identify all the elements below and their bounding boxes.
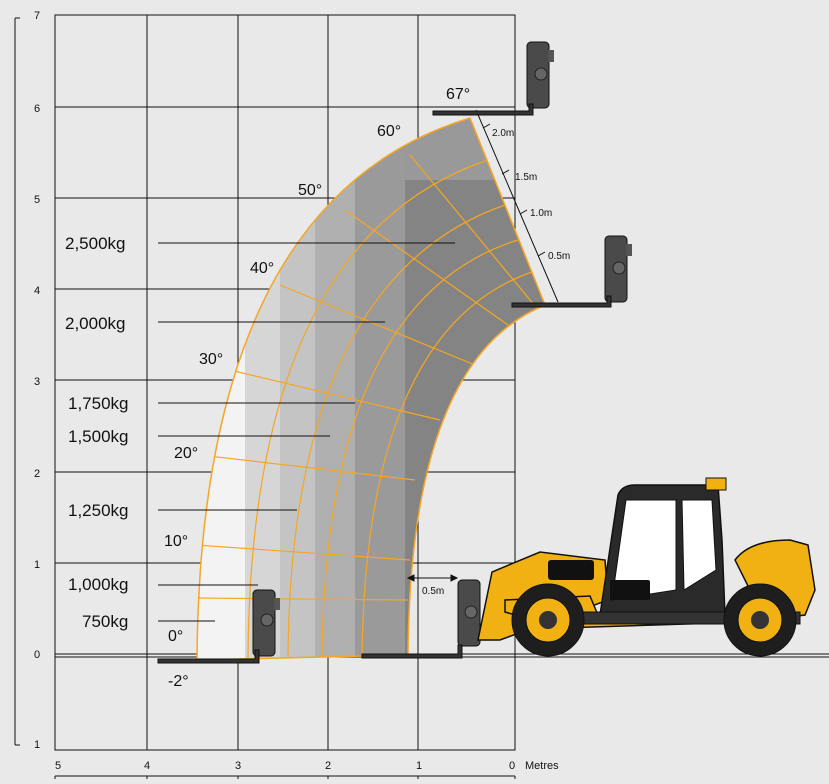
y-axis-labels: 7 6 5 4 3 2 1 0 1 — [34, 10, 40, 751]
angle-label-30: 30° — [199, 351, 223, 368]
angle-label-10: 10° — [164, 533, 188, 550]
front-wheel — [511, 583, 585, 657]
x-tick: 0 — [509, 760, 515, 772]
y-tick: 0 — [34, 649, 40, 661]
y-tick: 6 — [34, 103, 40, 115]
load-label-1250: 1,250kg — [68, 501, 129, 520]
load-leaders — [158, 242, 455, 622]
fork-ground — [361, 579, 481, 659]
x-tick: 1 — [416, 760, 422, 772]
y-tick: 3 — [34, 376, 40, 388]
y-tick: 1 — [34, 739, 40, 751]
extension-label: 0.5m — [548, 251, 570, 262]
height-bracket — [14, 17, 20, 746]
fork-low — [157, 589, 280, 664]
x-tick: 5 — [55, 760, 61, 772]
load-label-1500: 1,500kg — [68, 427, 129, 446]
x-tick: 4 — [144, 760, 150, 772]
angle-label-0: 0° — [168, 628, 183, 645]
rear-wheel — [723, 583, 797, 657]
load-label-2000: 2,000kg — [65, 314, 126, 333]
offset-label: 0.5m — [422, 586, 444, 597]
angle-label-67: 67° — [446, 86, 470, 103]
body-logo: JCB — [616, 583, 644, 599]
angle-label-20: 20° — [174, 445, 198, 462]
boom-logo: JCB — [556, 562, 584, 578]
extension-label: 1.5m — [515, 172, 537, 183]
envelope-grid — [197, 154, 541, 660]
envelope-outline — [196, 117, 546, 661]
y-tick: 4 — [34, 285, 40, 297]
offset-marker — [406, 574, 459, 582]
extension-ruler — [475, 109, 559, 303]
load-label-750: 750kg — [82, 612, 128, 631]
load-label-2500: 2,500kg — [65, 234, 126, 253]
angle-label-minus2: -2° — [168, 673, 189, 690]
fork-mid — [511, 235, 632, 308]
load-label-1750: 1,750kg — [68, 394, 129, 413]
extension-label: 2.0m — [492, 128, 514, 139]
x-axis-unit: Metres — [525, 760, 559, 772]
angle-label-40: 40° — [250, 260, 274, 277]
telehandler: JCB JCB — [477, 477, 816, 657]
y-tick: 1 — [34, 559, 40, 571]
x-tick: 2 — [325, 760, 331, 772]
angle-label-50: 50° — [298, 182, 322, 199]
y-tick: 5 — [34, 194, 40, 206]
load-label-1000: 1,000kg — [68, 575, 129, 594]
y-tick: 2 — [34, 468, 40, 480]
extension-label: 1.0m — [530, 208, 552, 219]
y-tick: 7 — [34, 10, 40, 22]
angle-label-60: 60° — [377, 123, 401, 140]
x-tick: 3 — [235, 760, 241, 772]
x-axis-labels: 5 4 3 2 1 0 Metres — [55, 760, 559, 772]
fork-top — [432, 41, 554, 116]
